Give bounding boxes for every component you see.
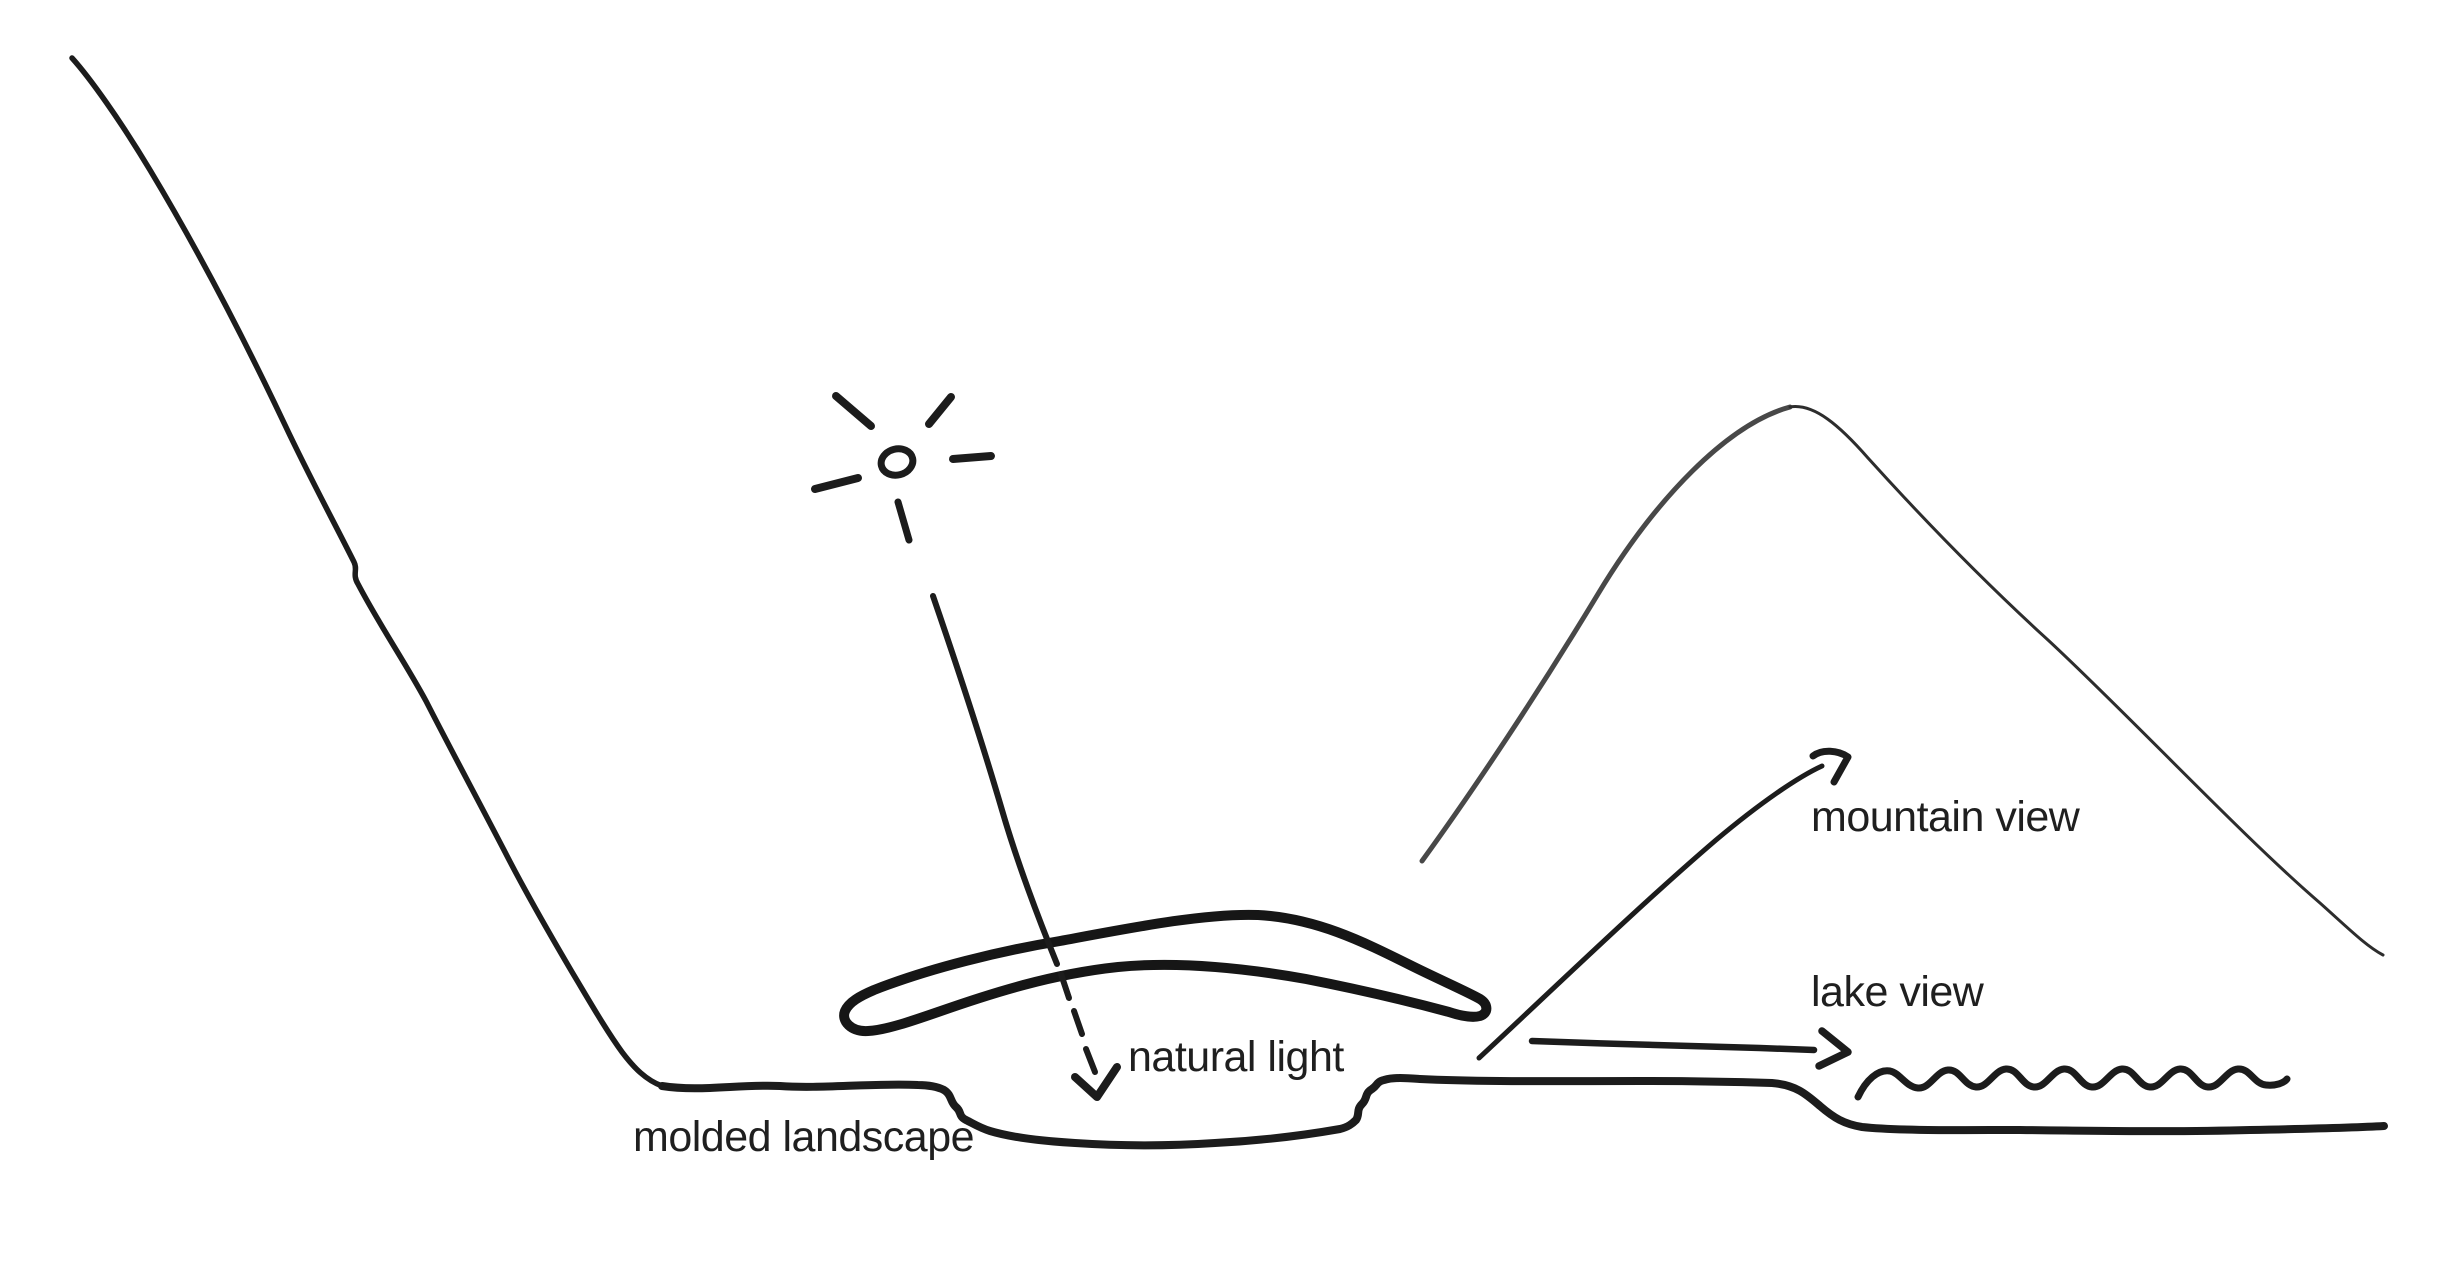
mountain-view-arrow [1476, 747, 1852, 1061]
left-mountain-slope [69, 55, 665, 1089]
canopy-roof-outline [839, 909, 1492, 1037]
lake-wave [1854, 1065, 2291, 1101]
sun-ray-right [949, 452, 995, 463]
sun-ray-left [811, 474, 862, 493]
sun-ray-upper-right [925, 393, 955, 428]
label-molded-landscape: molded landscape [633, 1113, 975, 1161]
natural-light-arrow [930, 593, 1121, 1101]
label-mountain-view: mountain view [1811, 793, 2080, 841]
lake-view-arrowhead [1815, 1027, 1852, 1070]
label-lake-view: lake view [1811, 968, 1984, 1016]
natural-light-dash-3 [1083, 1046, 1098, 1075]
ground-line [658, 1074, 2388, 1150]
sun-disc [877, 445, 917, 479]
natural-light-dash-1 [1058, 971, 1072, 1001]
sun-ray-down [894, 498, 913, 544]
mountain-view-arrowhead [1809, 747, 1852, 786]
natural-light-arrowhead [1071, 1063, 1121, 1101]
sun-icon [811, 392, 995, 544]
right-mountain-left-slope [1419, 404, 1793, 864]
label-natural-light: natural light [1128, 1033, 1344, 1081]
lake-view-arrow [1528, 1027, 1852, 1070]
natural-light-dash-2 [1071, 1008, 1085, 1037]
mountain-view-arrow-shaft [1476, 763, 1825, 1061]
right-mountain-right-slope [1788, 405, 2385, 957]
lake-view-arrow-shaft [1528, 1037, 1818, 1054]
sunlight-ray [930, 593, 1060, 967]
sun-ray-upper-left [832, 392, 875, 430]
